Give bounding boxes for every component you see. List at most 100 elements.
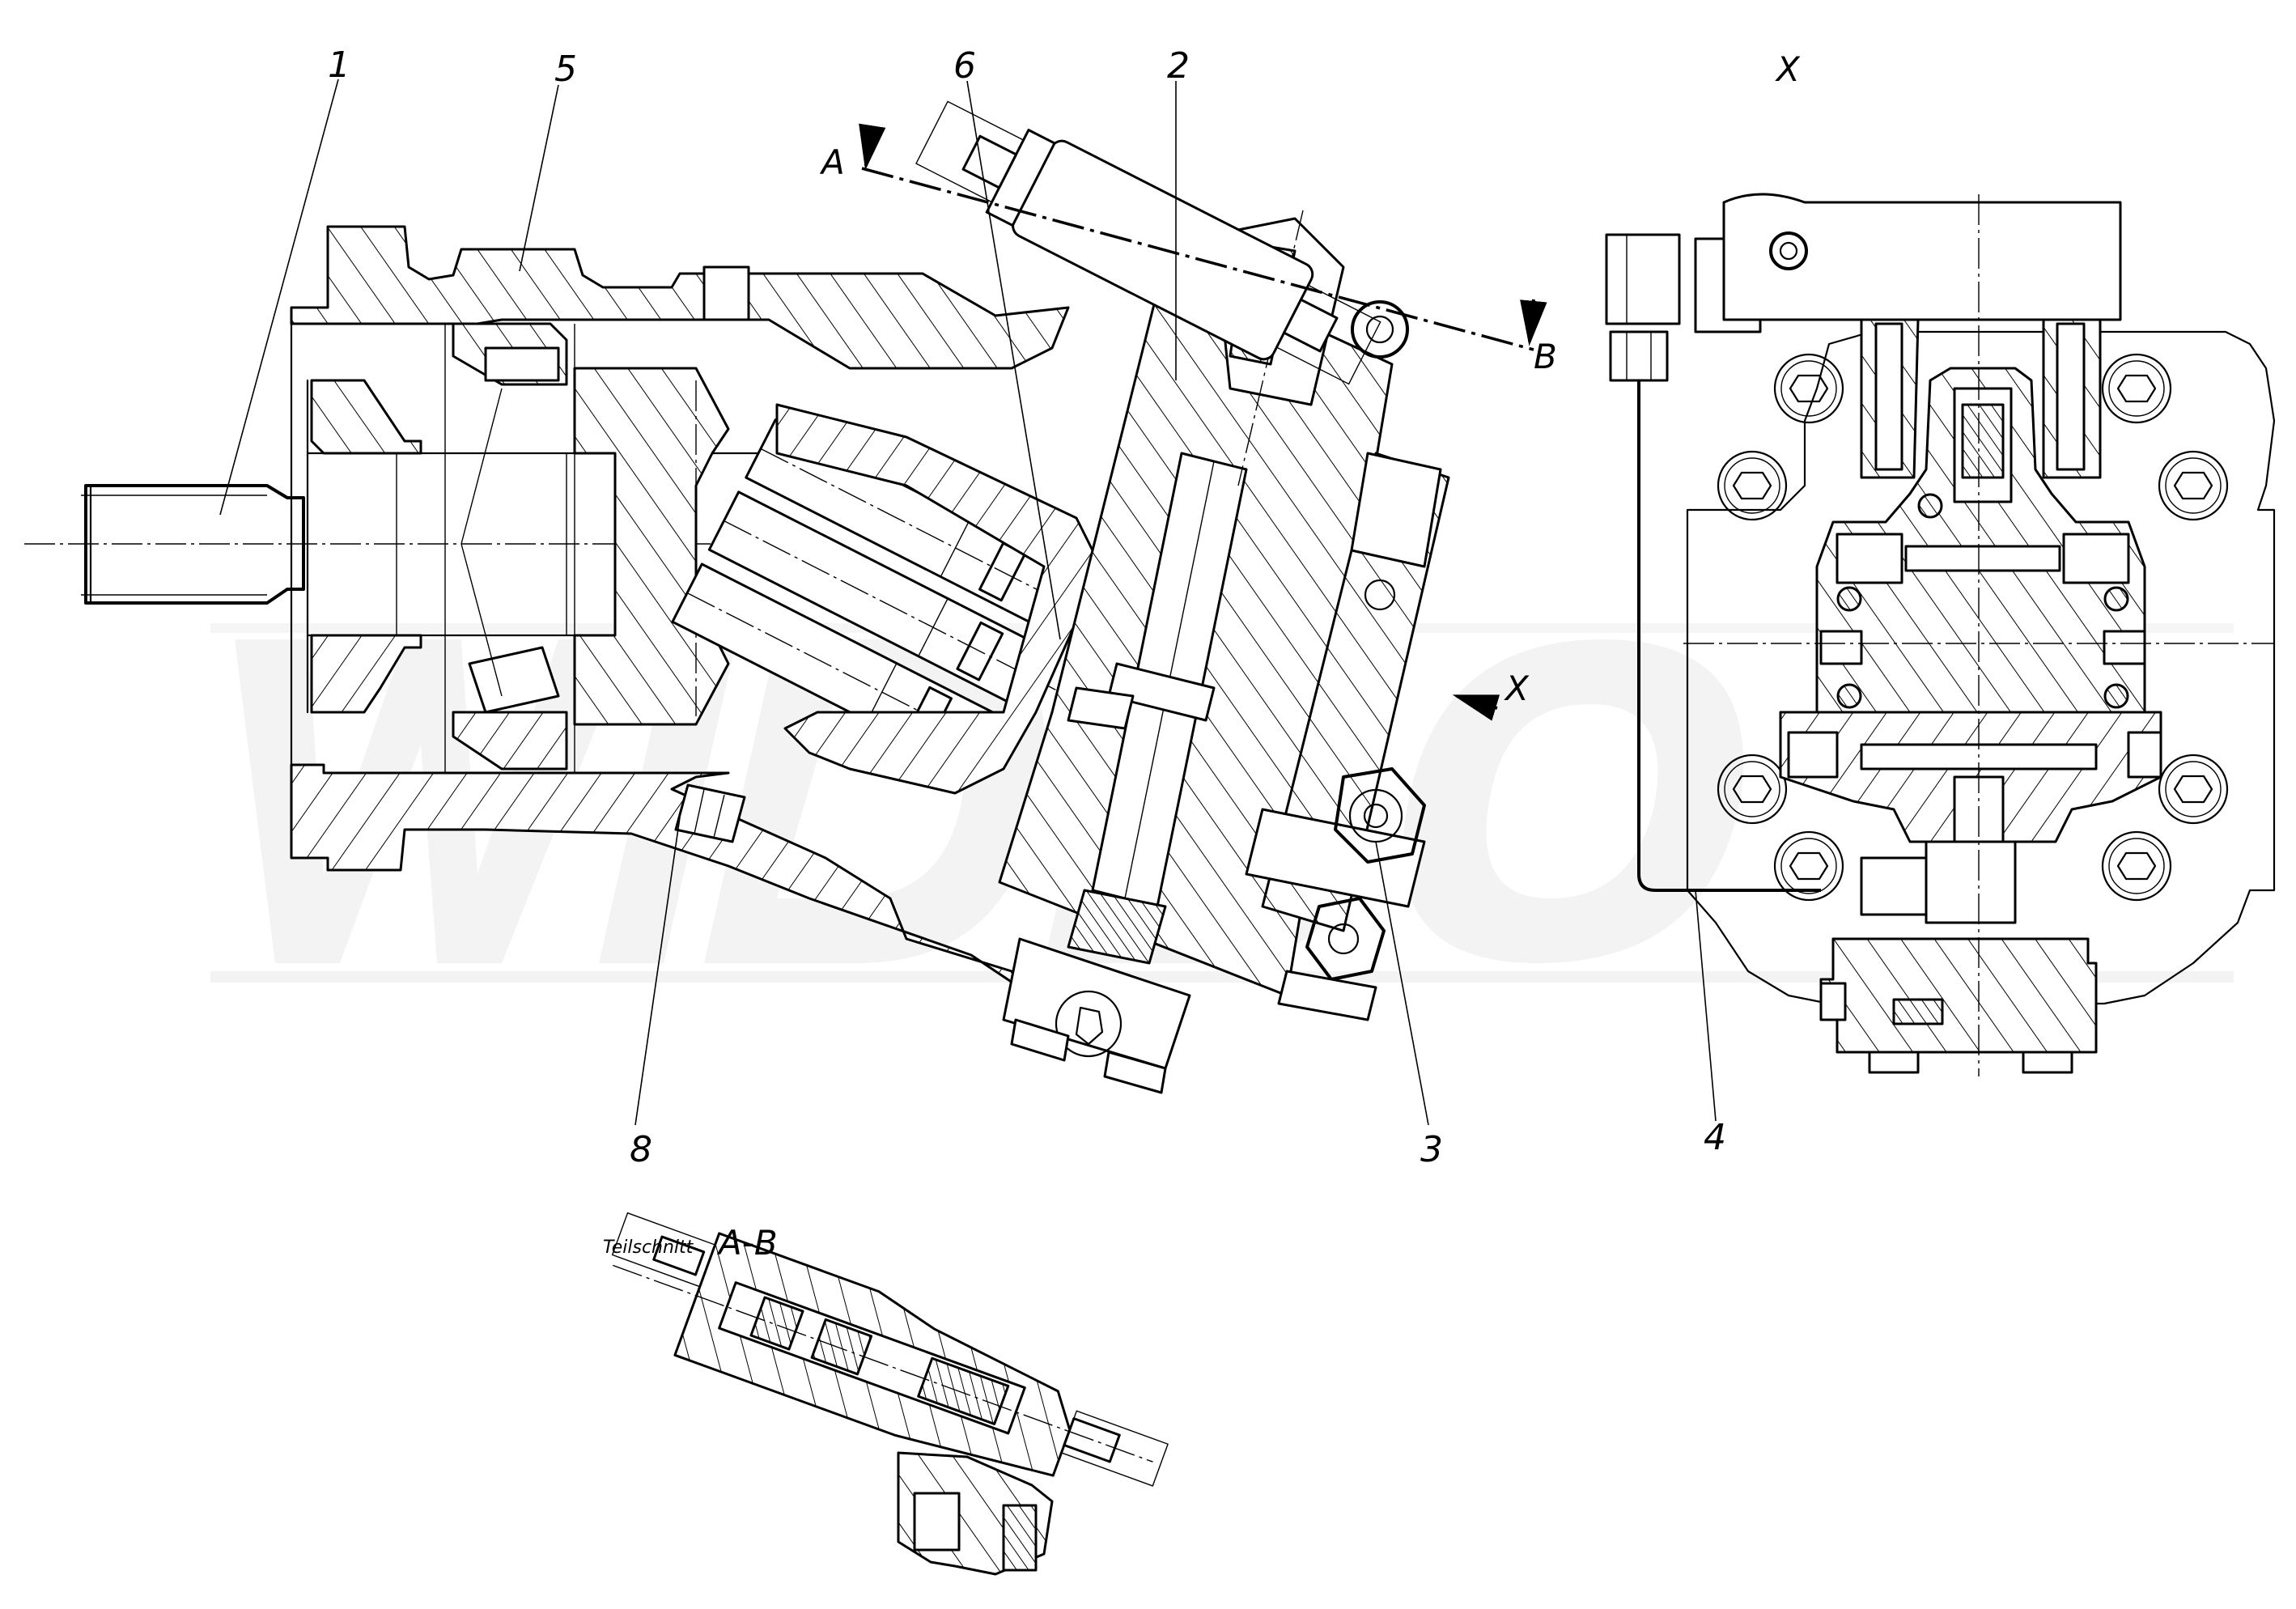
view-x-check-upper-left: [1836, 533, 1903, 584]
bolt-hex: [2173, 775, 2213, 804]
callout-4: 4: [1704, 1117, 1726, 1158]
bolt-hex: [1732, 471, 1772, 500]
leader-lines: [219, 79, 1717, 1126]
callout-5: 5: [554, 49, 577, 90]
bottom-cap: [1002, 937, 1191, 1094]
section-line-a-b: [861, 167, 1534, 351]
view-x-plug: [2103, 586, 2129, 612]
top-port-plug: [702, 265, 750, 321]
ab-spring-mid: [810, 1318, 873, 1376]
section-label-b: B: [1534, 337, 1557, 376]
view-x-solenoid-nut: [1769, 231, 1808, 270]
section-arrow-b: [1520, 299, 1547, 346]
adjuster-housing-lower: [1245, 808, 1426, 908]
partial-section-caption-ref: A-B: [716, 1223, 778, 1263]
bolt-hex: [2173, 471, 2213, 500]
hex-nut-upper-bore: [1363, 803, 1389, 829]
view-x-plug: [1836, 586, 1862, 612]
labels: 1 5 6 2 8 3 4 A B X X Teilschnitt A-B: [328, 45, 1801, 1263]
partial-section-caption-word: Teilschnitt: [603, 1238, 694, 1258]
view-x-spool-upper: [1904, 545, 2061, 572]
view-x-middle-connector: [1860, 856, 1928, 916]
view-x-check-upper-right: [2062, 533, 2130, 584]
view-x-pilot-right-bore: [2056, 322, 2086, 471]
bolt-hex: [1732, 775, 1772, 804]
view-x-bottom-foot-left: [1868, 1051, 1920, 1074]
ab-lower-port-plug: [913, 1492, 961, 1552]
view-x-title: X: [1775, 49, 1801, 89]
view-x-bottom-spring: [1892, 998, 1944, 1025]
view-x-port-right: [2103, 630, 2146, 665]
view-x-check-lower-left: [1787, 731, 1839, 779]
bolt-hex: [2116, 851, 2157, 881]
bearing-roller-lower: [468, 646, 560, 714]
view-x-center-spring: [1961, 403, 2005, 479]
view-x-plug: [1836, 683, 1862, 709]
view-x-plug: [2103, 683, 2129, 709]
lock-nut-lower: [1277, 970, 1377, 1021]
drive-shaft: [81, 484, 305, 605]
control-spring: [1067, 889, 1167, 965]
housing-front-upper: [290, 225, 1070, 370]
callout-6: 6: [953, 45, 976, 87]
bottom-cap-foot-right: [1103, 1051, 1167, 1094]
view-x-solenoid-nut-bore: [1779, 241, 1798, 261]
drive-flange: [573, 367, 730, 726]
callout-1: 1: [328, 45, 350, 86]
section-label-a: A: [819, 142, 845, 182]
cylinder-block: [775, 403, 1102, 795]
watermark-underline: [210, 971, 2234, 983]
leader-4: [1695, 889, 1717, 1122]
view-x-plug-base: [1609, 330, 1669, 382]
solenoid-connector-left: [915, 100, 1025, 203]
view-x-middle-cap: [1925, 840, 2017, 924]
bolt-hex: [2116, 374, 2157, 403]
adjuster-block: [1245, 452, 1450, 1021]
solenoid-screw-inner: [1365, 315, 1394, 344]
callout-2: 2: [1167, 45, 1190, 87]
ab-spring-left: [749, 1296, 804, 1351]
view-x-check-lower-right: [2127, 731, 2162, 779]
control-piston-pin: [1067, 686, 1135, 730]
partial-section-a-b: [611, 1212, 1169, 1576]
solenoid-screw-outer: [1351, 300, 1409, 359]
ab-spool: [917, 1356, 1010, 1425]
leader-1: [219, 79, 339, 516]
bearing-roller-upper: [484, 346, 560, 382]
leader-5: [519, 84, 559, 272]
callout-8: 8: [630, 1129, 652, 1170]
view-x-bottom-foot-right: [2022, 1051, 2073, 1074]
control-piston-head: [1107, 662, 1216, 722]
view-x-plug: [1917, 493, 1943, 519]
leader-3: [1375, 841, 1429, 1126]
main-section-view: [24, 100, 1547, 1094]
callout-3: 3: [1420, 1129, 1443, 1170]
adjuster-valve: [1350, 452, 1442, 568]
bearing-carrier-upper: [310, 379, 422, 455]
view-x-port-left: [1819, 630, 1863, 665]
view-x: [1605, 193, 2276, 1076]
leader-6: [966, 80, 1061, 640]
view-x-solenoid-body: [1722, 193, 2122, 321]
view-x-bolts: [1717, 353, 2229, 902]
adjuster-orifice: [1364, 579, 1396, 611]
view-x-arrow-label: X: [1504, 669, 1530, 708]
view-x-bottom-plug: [1819, 982, 1847, 1021]
tapered-bearing-lower: [452, 711, 568, 771]
bottom-cap-foot-left: [1010, 1018, 1070, 1062]
hex-nut-lower: [1305, 897, 1386, 981]
ab-stud-left: [652, 1235, 706, 1276]
view-x-plug: [1605, 233, 1681, 325]
drain-port: [674, 783, 746, 843]
view-x-pilot-left-bore: [1874, 322, 1903, 471]
bearing-carrier-lower: [310, 634, 422, 714]
housing-front-lower: [290, 763, 1021, 989]
hex-nut-upper: [1334, 767, 1426, 864]
bolt-hex: [1789, 851, 1829, 881]
leader-8: [634, 817, 681, 1126]
watermark-glyph-o: [1403, 639, 1743, 963]
view-x-pipe: [1637, 380, 1821, 892]
view-x-bottom-block: [1819, 937, 2098, 1054]
hex-nut-lower-bore: [1327, 923, 1360, 955]
